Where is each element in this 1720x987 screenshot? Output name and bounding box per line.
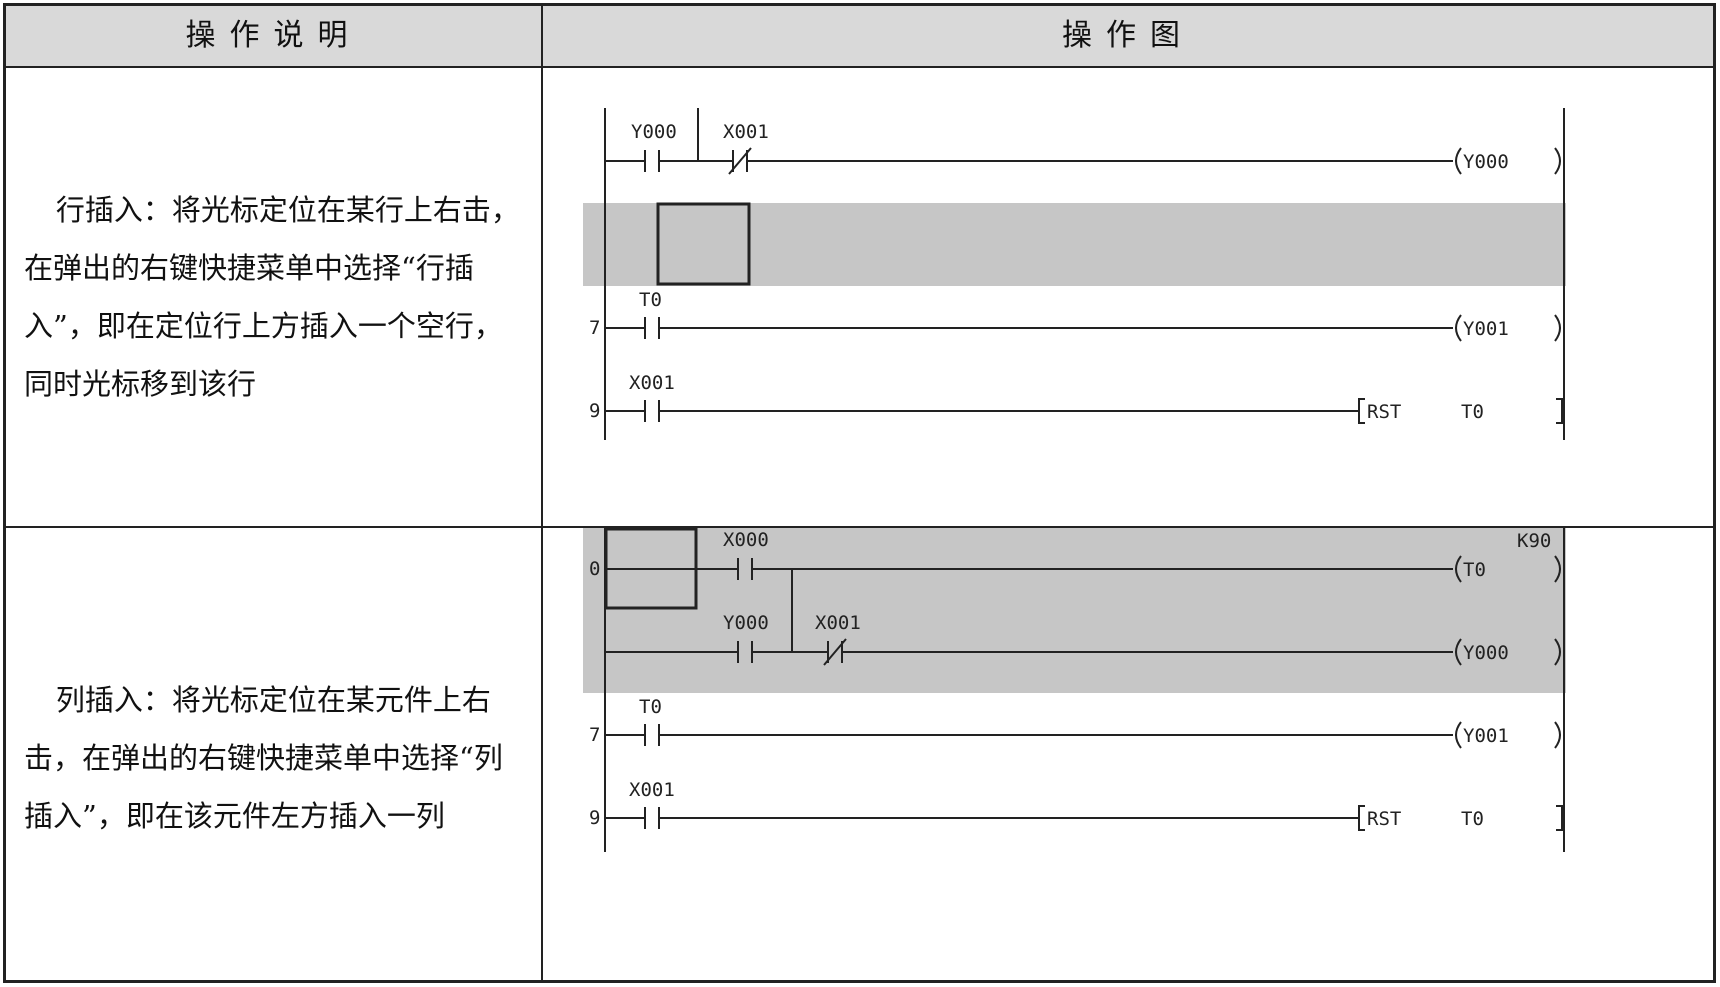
instruction-name: RST — [1367, 808, 1401, 830]
contact-label: T0 — [639, 696, 662, 718]
contact-label: T0 — [639, 289, 662, 311]
contact-label: Y000 — [723, 612, 769, 634]
column-insert-text: 列插入：将光标定位在某元件上右击，在弹出的右键快捷菜单中选择“列插入”，即在该元… — [24, 683, 503, 833]
column-insert-description: 列插入：将光标定位在某元件上右击，在弹出的右键快捷菜单中选择“列插入”，即在该元… — [24, 671, 529, 845]
coil-label: Y001 — [1463, 725, 1509, 747]
inserted-row-highlight — [583, 203, 1566, 286]
instruction-operand: T0 — [1461, 808, 1484, 830]
cursor-box — [656, 202, 751, 286]
table-header: 操作说明 操作图 — [6, 6, 1713, 68]
instruction-operand: T0 — [1461, 401, 1484, 423]
rung-number: 9 — [589, 400, 600, 422]
contact-label: X001 — [629, 372, 675, 394]
row-divider — [6, 526, 1713, 528]
column-divider — [541, 6, 543, 980]
header-operation-description: 操作说明 — [185, 18, 362, 53]
row-insert-text: 行插入：将光标定位在某行上右击，在弹出的右键快捷菜单中选择“行插入”，即在定位行… — [24, 193, 520, 401]
coil-label: Y000 — [1463, 642, 1509, 664]
contact-label: X001 — [723, 121, 769, 143]
operation-table: 操作说明 操作图 行插入：将光标定位在某行上右击，在弹出的右键快捷菜单中选择“行… — [3, 3, 1716, 983]
contact-label: X001 — [815, 612, 861, 634]
coil-label: Y001 — [1463, 318, 1509, 340]
rung-number: 7 — [589, 317, 600, 339]
rung-number: 0 — [589, 558, 600, 580]
rung-number: 7 — [589, 724, 600, 746]
header-operation-diagram: 操作图 — [1062, 18, 1194, 53]
row-insert-description: 行插入：将光标定位在某行上右击，在弹出的右键快捷菜单中选择“行插入”，即在定位行… — [24, 181, 529, 413]
coil-label: T0 — [1463, 559, 1486, 581]
contact-label: Y000 — [631, 121, 677, 143]
column-insert-ladder-diagram: X000 0 T0 K90 Y000 X001 Y000 T0 7 Y001 X… — [583, 528, 1566, 852]
timer-constant: K90 — [1517, 530, 1551, 552]
inserted-column-highlight — [583, 528, 1566, 693]
instruction-name: RST — [1367, 401, 1401, 423]
row-insert-ladder-diagram: Y000 X001 Y000 T0 7 Y001 X001 9 RST T0 — [583, 108, 1566, 440]
coil-label: Y000 — [1463, 151, 1509, 173]
contact-label: X000 — [723, 529, 769, 551]
contact-label: X001 — [629, 779, 675, 801]
rung-number: 9 — [589, 807, 600, 829]
